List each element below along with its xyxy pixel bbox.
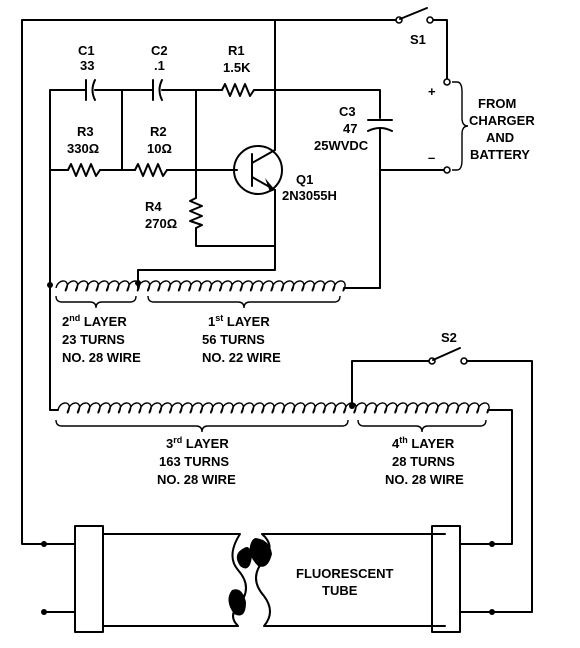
layer1-label: 1st LAYER 56 TURNS NO. 22 WIRE [202,313,281,365]
r3-label: R3 [77,124,94,139]
r2-label: R2 [150,124,167,139]
resistor-r1: R1 1.5K [221,43,255,97]
s1-label: S1 [410,32,426,47]
r1-value: 1.5K [223,60,251,75]
fluorescent-tube: FLUORESCENT TUBE [21,525,495,633]
switch-s1: S1 [395,7,434,47]
upper-row-wire [49,89,381,286]
capacitor-c1: C1 33 [78,43,96,101]
q1-part: 2N3055H [282,188,337,203]
r2-value: 10Ω [147,141,172,156]
layer3-brace [55,419,349,433]
upper-winding-wire [47,245,381,411]
c3-label: C3 [339,104,356,119]
source-line-4: BATTERY [470,147,530,162]
svg-text:NO. 28 WIRE: NO. 28 WIRE [62,350,141,365]
resistor-r4: R4 270Ω [145,197,203,231]
upper-winding-coil [55,280,346,292]
source-line-1: FROM [478,96,516,111]
svg-text:28 TURNS: 28 TURNS [392,454,455,469]
layer4-label: 4th LAYER 28 TURNS NO. 28 WIRE [385,435,464,487]
layer2-label: 2nd LAYER 23 TURNS NO. 28 WIRE [62,313,141,365]
svg-text:1st LAYER: 1st LAYER [208,313,270,329]
c2-label: C2 [151,43,168,58]
transistor-q1: Q1 2N3055H [233,89,337,203]
svg-text:NO. 28 WIRE: NO. 28 WIRE [385,472,464,487]
svg-text:3rd LAYER: 3rd LAYER [166,435,229,451]
layer2-brace [55,295,137,309]
source-line-3: AND [486,130,514,145]
c2-value: .1 [154,58,165,73]
c3-value: 47 [343,121,357,136]
tube-label-line-2: TUBE [322,583,358,598]
c1-label: C1 [78,43,95,58]
top-rail-wire [21,19,448,541]
lower-winding-wire [487,409,513,545]
s2-label: S2 [441,330,457,345]
layer3-label: 3rd LAYER 163 TURNS NO. 28 WIRE [157,435,236,487]
q1-label: Q1 [296,172,313,187]
resistor-r2: R2 10Ω [134,124,172,177]
lower-winding-coil [57,402,490,414]
r4-value: 270Ω [145,216,177,231]
layer4-brace [357,419,487,433]
r1-label: R1 [228,43,245,58]
svg-text:4th LAYER: 4th LAYER [392,435,455,451]
svg-text:NO. 28 WIRE: NO. 28 WIRE [157,472,236,487]
resistor-r3: R3 330Ω [67,124,101,177]
svg-text:163 TURNS: 163 TURNS [159,454,229,469]
minus-sign: – [428,150,435,165]
capacitor-c2: C2 .1 [151,43,168,101]
middle-row-wire [49,89,276,247]
source-line-2: CHARGER [469,113,535,128]
c3-rating: 25WVDC [314,138,369,153]
svg-text:56 TURNS: 56 TURNS [202,332,265,347]
svg-text:2nd LAYER: 2nd LAYER [62,313,127,329]
layer1-brace [147,295,341,309]
switch-s2: S2 [349,330,533,613]
capacitor-c3: C3 47 25WVDC [314,104,448,289]
r3-value: 330Ω [67,141,99,156]
svg-text:NO. 22 WIRE: NO. 22 WIRE [202,350,281,365]
r4-label: R4 [145,199,162,214]
tube-label-line-1: FLUORESCENT [296,566,394,581]
plus-sign: + [428,84,436,99]
dc-input-terminals: + – FROM CHARGER AND BATTERY [428,78,535,174]
svg-text:23 TURNS: 23 TURNS [62,332,125,347]
c1-value: 33 [80,58,94,73]
